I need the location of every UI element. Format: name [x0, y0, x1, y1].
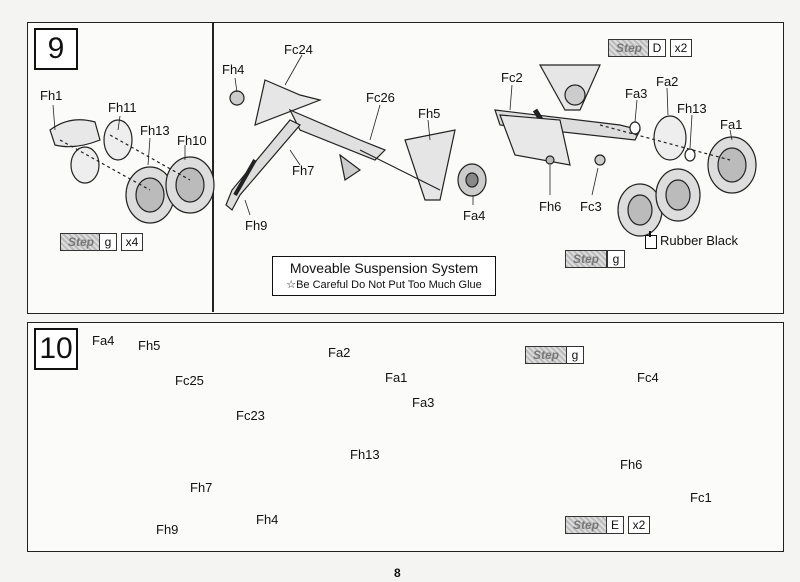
step-ref-letter: g	[99, 233, 117, 251]
part-label: Fh11	[108, 100, 137, 115]
part-label: Fh7	[292, 163, 315, 178]
step-ref-letter: D	[648, 39, 666, 57]
step-ref-letter: g	[607, 250, 625, 268]
part-label: Fh10	[177, 133, 207, 148]
step-ref-tag: Step	[525, 346, 567, 364]
step-ref-letter: E	[606, 516, 624, 534]
part-label: Fh5	[418, 106, 441, 121]
part-label: Fa4	[92, 333, 115, 348]
step-ref-count: x2	[670, 39, 692, 57]
part-label: Fc25	[175, 373, 204, 388]
part-label: Fh6	[539, 199, 562, 214]
step-9-divider	[212, 22, 214, 312]
paint-brush-icon	[645, 230, 657, 249]
part-label: Fc3	[580, 199, 602, 214]
part-label: Fh1	[40, 88, 63, 103]
part-label: Fa4	[463, 208, 486, 223]
step-ref-letter: g	[566, 346, 584, 364]
part-label: Fa1	[720, 117, 743, 132]
part-label: Fh13	[350, 447, 380, 462]
part-label: Fh7	[190, 480, 213, 495]
step-ref-count: x4	[121, 233, 143, 251]
step-ref-tag: Step	[565, 516, 607, 534]
step-9-number: 9	[34, 28, 78, 70]
part-label: Fc26	[366, 90, 395, 105]
part-label: Fa3	[412, 395, 435, 410]
paint-note: Rubber Black	[645, 230, 739, 249]
part-label: Fc1	[690, 490, 712, 505]
part-label: Fc24	[284, 42, 313, 57]
part-label: Fh6	[620, 457, 643, 472]
step-ref-tag: Step	[60, 233, 102, 251]
part-label: Fh13	[677, 101, 707, 116]
step-ref-tag: Step	[565, 250, 607, 268]
part-label: Fc4	[637, 370, 659, 385]
step9-left-wheel-drawing	[49, 119, 215, 224]
part-label: Fc2	[501, 70, 523, 85]
part-label: Fh13	[140, 123, 170, 138]
step9-middle-suspension-drawing	[225, 79, 487, 211]
step9-right-assembly-drawing	[494, 64, 757, 237]
part-label: Fa1	[385, 370, 408, 385]
part-label: Fh4	[222, 62, 245, 77]
part-label: Fh5	[138, 338, 161, 353]
step-ref-tag: Step	[608, 39, 650, 57]
step-ref-count: x2	[628, 516, 650, 534]
part-label: Fh4	[256, 512, 279, 527]
glue-warning: ☆Be Careful Do Not Put Too Much Glue	[286, 279, 482, 291]
part-label: Fh9	[245, 218, 268, 233]
paint-color-label: Rubber Black	[660, 233, 739, 248]
part-label: Fa3	[625, 86, 648, 101]
suspension-note-box: Moveable Suspension System ☆Be Careful D…	[272, 256, 496, 296]
part-label: Fc23	[236, 408, 265, 423]
suspension-note-title: Moveable Suspension System	[289, 260, 479, 276]
part-label: Fh9	[156, 522, 179, 537]
step-10-number: 10	[34, 328, 78, 370]
part-label: Fa2	[656, 74, 679, 89]
part-label: Fa2	[328, 345, 351, 360]
page-number: 8	[394, 566, 401, 580]
step-10-panel	[27, 322, 784, 552]
